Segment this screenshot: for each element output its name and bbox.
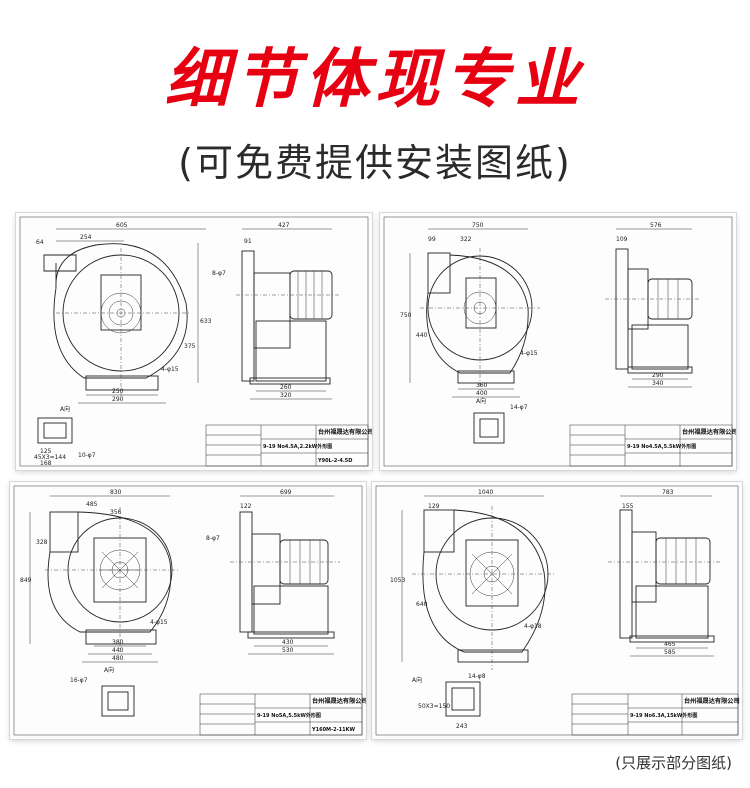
drawing-sheet-4: 1040 129 1053 640 4-φ18 783 155 465 585 … — [372, 482, 742, 739]
dim-585: 585 — [664, 649, 676, 656]
drawing-sheet-3: 830 485 356 328 849 4-φ15 380 440 480 69… — [10, 482, 366, 739]
dim-375: 375 — [184, 343, 196, 350]
dim-465: 465 — [664, 641, 676, 648]
dim-480: 480 — [112, 655, 124, 662]
title-block-4: 台州福晟达有限公司 9-19 No6.3A,15kW外形图 — [571, 693, 740, 736]
model-code: Y160M-2-11KW — [311, 727, 355, 733]
dim-340: 340 — [652, 380, 664, 387]
drawing-sheet-1: 605 254 64 633 375 4-φ15 250 290 427 91 — [16, 213, 372, 470]
company-name: 台州福晟达有限公司 — [684, 697, 740, 705]
dim-849: 849 — [20, 577, 32, 584]
dim-830: 830 — [110, 489, 122, 496]
blueprint-2: 750 99 322 750 440 4-φ15 360 400 576 109… — [383, 216, 736, 467]
dim-99: 99 — [428, 236, 436, 243]
dim-530: 530 — [282, 647, 294, 654]
dim-750-vertical: 750 — [400, 312, 412, 319]
volute-outline — [422, 509, 546, 653]
dim-1040: 1040 — [478, 489, 493, 496]
dim-14phi7: 14-φ7 — [510, 404, 528, 411]
company-name: 台州福晟达有限公司 — [318, 428, 372, 436]
drawing-sheet-2: 750 99 322 750 440 4-φ15 360 400 576 109… — [380, 213, 736, 470]
dim-783: 783 — [662, 489, 674, 496]
dim-4phi15: 4-φ15 — [161, 366, 179, 373]
dim-440: 440 — [112, 647, 124, 654]
dim-122: 122 — [240, 503, 252, 510]
dim-109: 109 — [616, 236, 628, 243]
dim-50x3: 50X3=150 — [418, 703, 450, 710]
dim-633: 633 — [200, 318, 212, 325]
dim-576: 576 — [650, 222, 662, 229]
view-label-a: A向 — [104, 666, 114, 674]
dim-4phi15: 4-φ15 — [150, 619, 168, 626]
view-label-a: A向 — [60, 405, 70, 413]
footnote: (只展示部分图纸) — [615, 754, 732, 772]
dim-320: 320 — [280, 392, 292, 399]
blueprint-3: 830 485 356 328 849 4-φ15 380 440 480 69… — [13, 485, 366, 736]
dim-260: 260 — [280, 384, 292, 391]
dim-750: 750 — [472, 222, 484, 229]
model-code: Y90L-2-4.5D — [317, 458, 352, 464]
dim-640: 640 — [416, 601, 428, 608]
view-label-a: A向 — [412, 676, 422, 684]
dim-8phi7: 8-φ7 — [212, 270, 226, 277]
dim-155: 155 — [622, 503, 634, 510]
blueprint-1: 605 254 64 633 375 4-φ15 250 290 427 91 — [19, 216, 372, 467]
dim-328: 328 — [36, 539, 48, 546]
dim-4phi18: 4-φ18 — [524, 623, 542, 630]
model-label: 9-19 No6.3A,15kW外形图 — [630, 712, 697, 719]
outlet-flange — [43, 254, 77, 272]
dim-14phi8: 14-φ8 — [468, 673, 486, 680]
view-label-a: A向 — [476, 397, 486, 405]
dim-10phi7: 10-φ7 — [78, 452, 96, 459]
model-label: 9-19 No5A,5.5kW外形图 — [257, 712, 321, 719]
title-block-3: 台州福晟达有限公司 9-19 No5A,5.5kW外形图 Y160M-2-11K… — [199, 693, 366, 736]
dim-1053: 1053 — [390, 577, 405, 584]
dim-250: 250 — [112, 388, 124, 395]
model-label: 9-19 No4.5A,5.5kW外形图 — [627, 443, 696, 450]
dim-699: 699 — [280, 489, 292, 496]
dim-243: 243 — [456, 723, 468, 730]
dim-16phi7: 16-φ7 — [70, 677, 88, 684]
title-block-2: 台州福晟达有限公司 9-19 No4.5A,5.5kW外形图 — [569, 424, 736, 467]
dim-125: 125 — [40, 448, 52, 455]
dim-254: 254 — [80, 234, 92, 241]
dim-605: 605 — [116, 222, 128, 229]
dim-290: 290 — [652, 372, 664, 379]
dim-360: 360 — [476, 382, 488, 389]
dim-485: 485 — [86, 501, 98, 508]
company-name: 台州福晟达有限公司 — [312, 697, 366, 705]
dim-400: 400 — [476, 390, 488, 397]
subtitle: (可免费提供安装图纸) — [178, 141, 572, 185]
dim-4phi15: 4-φ15 — [520, 350, 538, 357]
dim-129: 129 — [428, 503, 440, 510]
dim-430: 430 — [282, 639, 294, 646]
dim-322: 322 — [460, 236, 472, 243]
dim-356: 356 — [110, 509, 122, 516]
company-name: 台州福晟达有限公司 — [682, 428, 736, 436]
volute-outline — [426, 254, 529, 374]
blueprint-4: 1040 129 1053 640 4-φ18 783 155 465 585 … — [375, 485, 740, 736]
volute-outline — [47, 511, 172, 633]
dim-440: 440 — [416, 332, 428, 339]
dim-168: 168 — [40, 460, 52, 467]
dim-64: 64 — [36, 239, 44, 246]
dim-91: 91 — [244, 238, 252, 245]
volute-outline — [53, 243, 188, 379]
title-block-1: 台州福晟达有限公司 9-19 No4.5A,2.2kW外形图 Y90L-2-4.… — [205, 424, 372, 467]
dim-427: 427 — [278, 222, 290, 229]
dim-8phi7: 8-φ7 — [206, 535, 220, 542]
headline: 细节体现专业 — [165, 43, 585, 117]
dim-45x3: 45X3=144 — [34, 454, 66, 461]
dim-380: 380 — [112, 639, 124, 646]
dim-290: 290 — [112, 396, 124, 403]
model-label: 9-19 No4.5A,2.2kW外形图 — [263, 443, 332, 450]
